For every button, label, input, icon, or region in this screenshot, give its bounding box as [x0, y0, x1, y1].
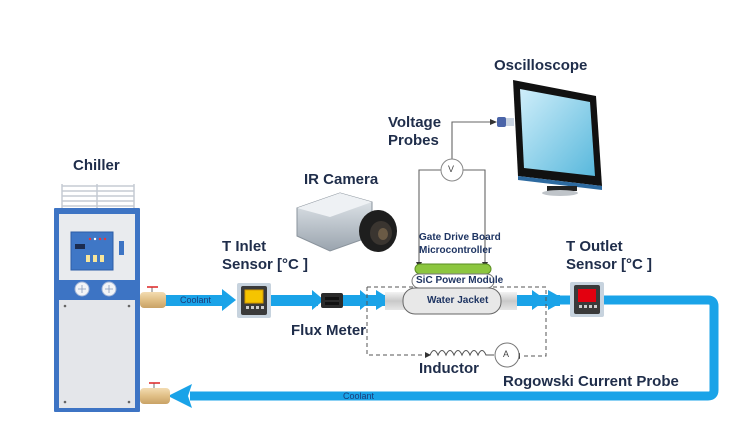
chiller-control-panel	[70, 231, 114, 271]
inlet-sensor-label-line1: T Inlet	[222, 238, 267, 255]
water-jacket	[402, 287, 502, 315]
inlet-display	[244, 289, 264, 304]
water-jacket-label: Water Jacket	[427, 295, 489, 306]
coolant-supply-label: Coolant	[180, 295, 212, 305]
outlet-sensor-label-line1: T Outlet	[566, 238, 623, 255]
ir-camera	[296, 192, 397, 252]
ammeter-icon	[494, 342, 520, 368]
outlet-temperature-sensor	[570, 282, 604, 317]
coolant-return-pipe	[168, 295, 719, 408]
rogowski-probe-label: Rogowski Current Probe	[503, 373, 679, 390]
ir-camera-label: IR Camera	[304, 171, 379, 188]
outlet-sensor-label-line2: Sensor [°C ]	[566, 256, 653, 273]
inlet-temperature-sensor	[237, 283, 271, 318]
control-wiring	[366, 286, 547, 357]
supply-valve	[140, 286, 166, 308]
gate-drive-label-line2: Microcontroller	[419, 245, 492, 256]
outlet-display	[578, 289, 596, 302]
chiller-fan-grille	[61, 184, 135, 208]
jacket-inlet-connector	[385, 292, 405, 310]
inlet-sensor-label-line2: Sensor [°C ]	[222, 256, 309, 273]
flux-meter	[321, 293, 343, 308]
inductor-symbol	[429, 349, 494, 357]
flux-meter-label: Flux Meter	[291, 322, 367, 339]
coolant-supply-pipe	[165, 289, 566, 311]
voltage-probes-label-line2: Probes	[388, 132, 439, 149]
oscilloscope-screen	[520, 89, 595, 176]
sic-module-label: SiC Power Module	[416, 275, 504, 286]
voltmeter-icon	[440, 158, 464, 182]
jacket-outlet-connector	[499, 292, 517, 310]
return-valve	[140, 382, 170, 404]
chiller	[54, 184, 140, 412]
inductor-label: Inductor	[419, 360, 479, 377]
voltage-probe-wiring	[418, 121, 493, 265]
gate-drive-label-line1: Gate Drive Board	[419, 232, 501, 243]
chiller-label: Chiller	[73, 157, 120, 174]
voltmeter-symbol: V	[448, 164, 455, 174]
oscilloscope	[513, 80, 602, 196]
coolant-return-label: Coolant	[343, 391, 375, 401]
return-arrow-icon	[168, 384, 192, 408]
gate-drive-board	[414, 263, 492, 275]
voltage-probes-label-line1: Voltage	[388, 114, 442, 131]
ammeter-symbol: A	[503, 349, 510, 359]
oscilloscope-label: Oscilloscope	[494, 57, 588, 74]
probe-connector-icon	[490, 117, 514, 127]
